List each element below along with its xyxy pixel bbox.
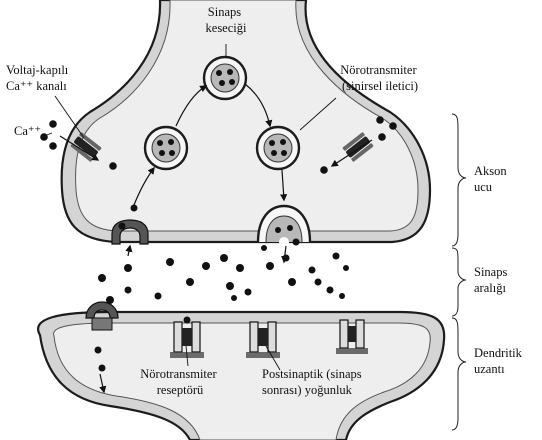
synaptic-vesicle	[204, 57, 246, 99]
label-ca-ion: Ca⁺⁺	[14, 124, 41, 138]
synaptic-vesicle	[257, 127, 299, 169]
axon-terminal	[62, 0, 430, 242]
label-voltaj-kanal: Voltaj-kapılı Ca⁺⁺ kanalı	[6, 63, 71, 93]
axon-terminal-cytoplasm	[76, 0, 418, 231]
label-akson-ucu: Akson ucu	[474, 164, 510, 194]
dendritic-spine	[38, 312, 444, 440]
dendrite-cytoplasm	[54, 323, 431, 440]
synaptic-vesicle	[145, 127, 187, 169]
region-brackets	[452, 114, 466, 430]
label-sinaps-araligi: Sinaps aralığı	[474, 265, 510, 295]
label-norotransmiter: Nörotransmiter (sinirsel iletici)	[340, 63, 420, 93]
label-dendritik-uzanti: Dendritik uzantı	[474, 346, 525, 376]
